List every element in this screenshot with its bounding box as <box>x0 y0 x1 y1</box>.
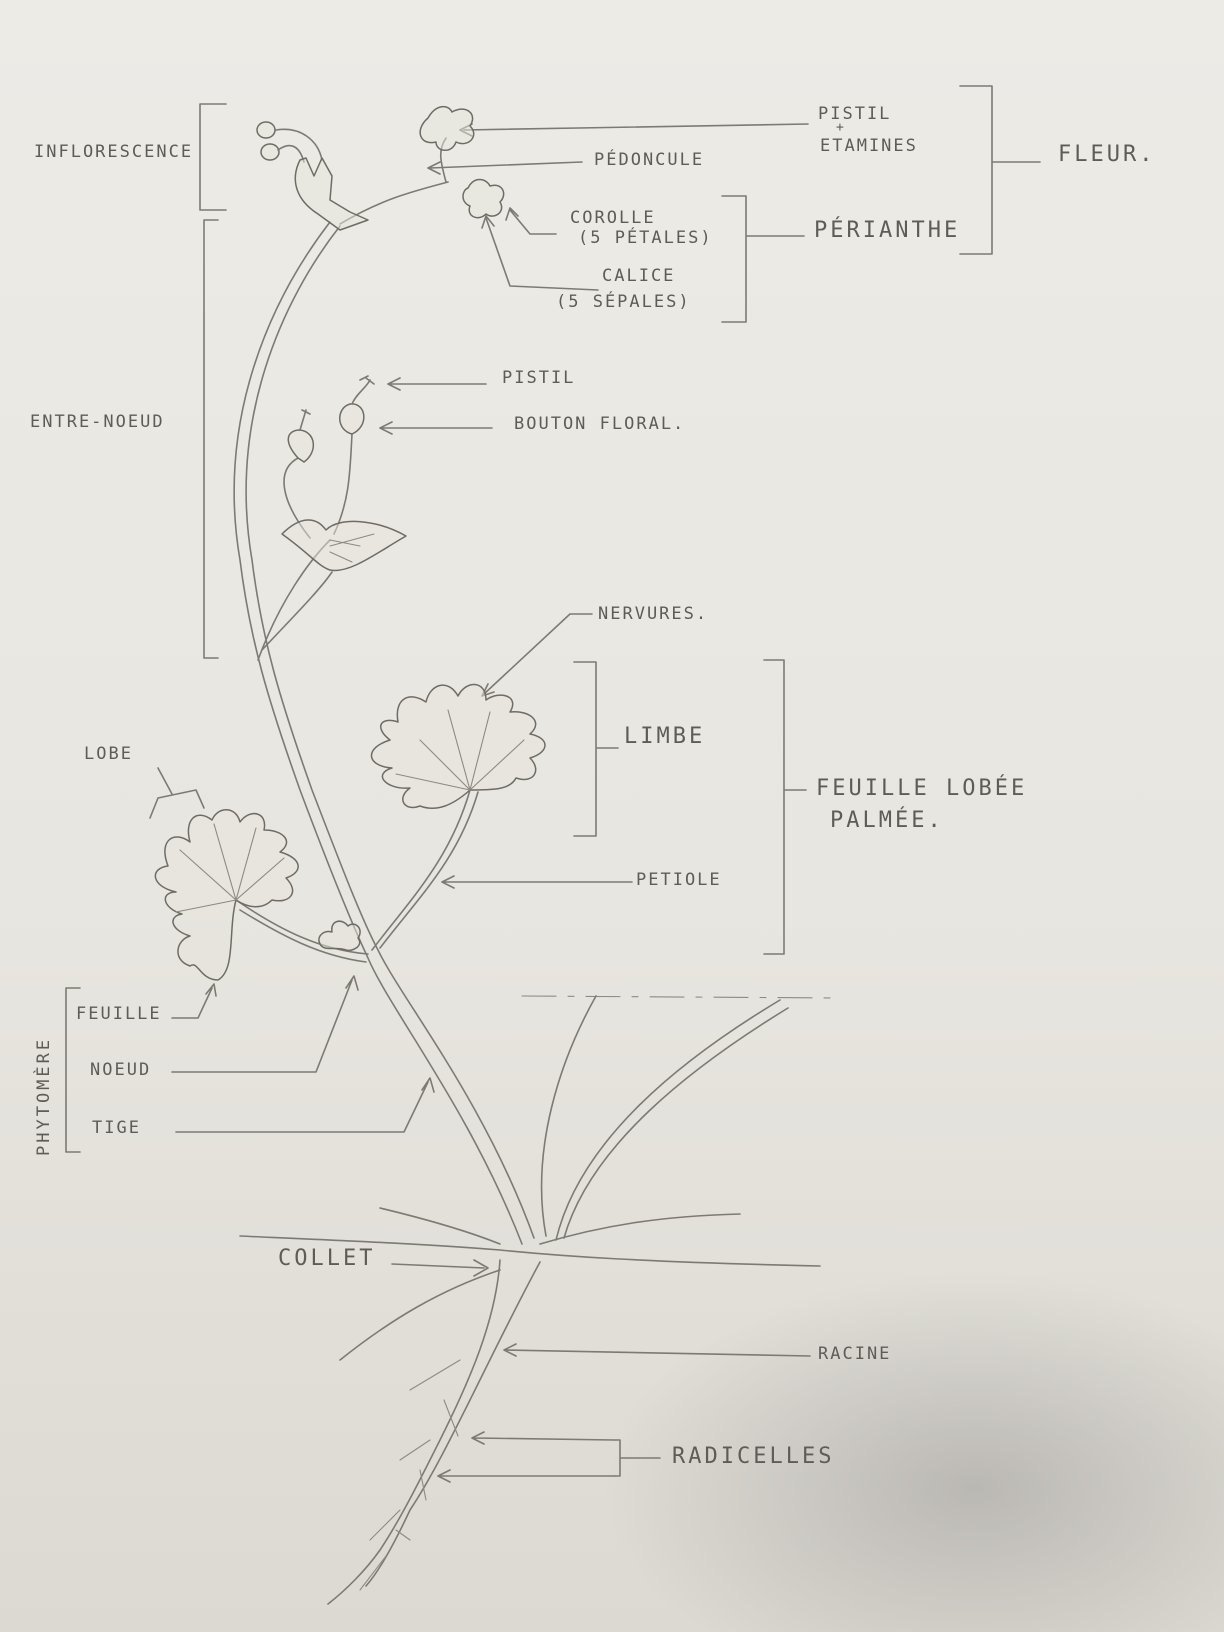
bracket-entre-noeud <box>203 219 219 659</box>
main-stem-left <box>233 221 523 1245</box>
label-racine: RACINE <box>818 1344 892 1364</box>
label-corolle: COROLLE <box>570 208 656 228</box>
label-inflorescence: INFLORESCENCE <box>34 142 194 162</box>
label-bouton-floral: BOUTON FLORAL. <box>514 414 686 434</box>
bud-right <box>339 403 365 435</box>
label-petiole: PETIOLE <box>636 870 722 890</box>
label-pistil-bud: PISTIL <box>502 368 576 388</box>
arrow-pistil-bud <box>387 377 487 391</box>
bracket-lobe <box>149 767 205 819</box>
label-calice-sub: (5 SÉPALES) <box>556 292 691 312</box>
label-calice: CALICE <box>602 266 676 286</box>
leaf-left-veins <box>175 823 285 913</box>
label-feuille: FEUILLE <box>76 1004 162 1024</box>
arrow-pistil-top <box>459 123 809 137</box>
soil-line <box>521 995 841 999</box>
label-tige: TIGE <box>92 1118 141 1138</box>
arrow-racine <box>503 1343 811 1357</box>
bracket-limbe <box>573 661 619 837</box>
bracket-phytomere <box>65 987 81 1153</box>
arrow-corolle <box>505 207 557 235</box>
bracket-inflorescence <box>199 103 227 211</box>
bud-stalk-2 <box>333 433 353 535</box>
label-pistil-top: PISTIL <box>818 104 892 124</box>
soil-stem-2 <box>555 999 789 1241</box>
bracket-fleur <box>959 85 1041 255</box>
left-leaf-petiole <box>235 899 369 963</box>
bracket-feuille-lobee <box>763 659 807 955</box>
label-entre-noeud: ENTRE-NOEUD <box>30 412 165 432</box>
label-collet: COLLET <box>278 1246 376 1271</box>
flower-buds <box>281 375 407 572</box>
bud-pistil-left <box>299 409 311 431</box>
label-plus: + <box>836 120 846 135</box>
stems <box>233 137 789 1245</box>
bud-small-2 <box>260 143 280 161</box>
label-radicelles: RADICELLES <box>672 1444 835 1469</box>
leaf-small <box>318 920 361 952</box>
arrow-pedoncule <box>427 161 583 175</box>
label-perianthe: PÉRIANTHE <box>814 218 961 243</box>
photo-shadow <box>600 1270 1224 1632</box>
label-feuille-lobee: FEUILLE LOBÉE <box>816 776 1028 801</box>
bud-stalks-top <box>275 128 323 163</box>
arrow-nervures <box>481 613 593 697</box>
arrow-feuille <box>171 983 217 1019</box>
leaf-left <box>154 809 299 981</box>
label-lobe: LOBE <box>84 744 133 764</box>
soil-stem-1 <box>540 995 597 1237</box>
bud-small-1 <box>256 121 276 139</box>
root-main <box>327 1259 541 1605</box>
flower-open-mid-petals <box>329 533 375 563</box>
corolle-flower <box>462 178 505 219</box>
arrow-collet <box>391 1259 489 1277</box>
roots <box>239 1207 821 1605</box>
label-palmee: PALMÉE. <box>830 808 944 833</box>
arrow-radicelles-1 <box>471 1431 615 1445</box>
bracket-perianthe <box>721 195 805 323</box>
curled-flower <box>294 157 369 231</box>
arrow-radicelles-2 <box>437 1469 615 1483</box>
bracket-radicelles <box>613 1439 661 1477</box>
arrow-calice <box>481 215 599 291</box>
label-nervures: NERVURES. <box>598 604 709 624</box>
radicelles-lines <box>359 1359 461 1591</box>
label-etamines: ETAMINES <box>820 136 918 156</box>
label-fleur: FLEUR. <box>1058 142 1156 167</box>
label-limbe: LIMBE <box>624 724 706 749</box>
flower-open-mid <box>281 519 407 572</box>
main-stem-right <box>245 225 535 1239</box>
flower-branch-right <box>261 571 333 651</box>
open-flower-top <box>419 105 475 151</box>
label-corolle-sub: (5 PÉTALES) <box>578 228 713 248</box>
leaves <box>154 683 546 981</box>
upper-branch <box>339 137 449 225</box>
collet-base <box>239 1207 821 1361</box>
label-phytomere: PHYTOMÈRE <box>34 1036 54 1156</box>
inflorescence-drawing <box>256 105 505 231</box>
petiole-stem <box>371 789 479 951</box>
label-noeud: NOEUD <box>90 1060 152 1080</box>
label-pedoncule: PÉDONCULE <box>594 150 705 170</box>
bud-left <box>287 429 314 463</box>
bud-pistil <box>351 375 375 405</box>
brackets <box>65 85 1041 1477</box>
arrow-noeud <box>171 975 359 1073</box>
leaf-large-veins <box>395 709 525 791</box>
arrow-bouton <box>379 421 493 435</box>
arrow-petiole <box>441 875 633 889</box>
arrow-tige <box>175 1077 435 1133</box>
